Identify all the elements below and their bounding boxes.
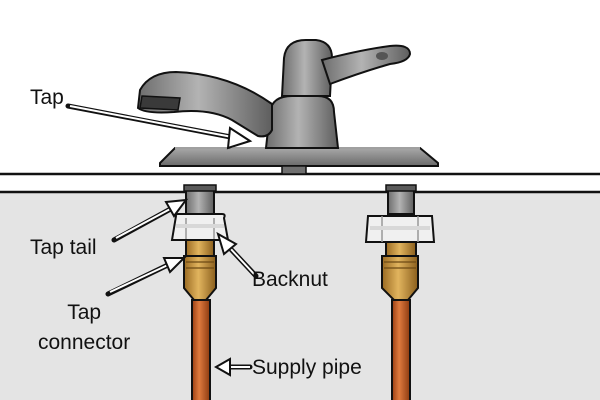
tap-body — [136, 39, 412, 149]
tap-base-plate — [159, 147, 439, 175]
label-tap: Tap — [30, 86, 64, 109]
supply-pipe-arrow — [213, 357, 253, 377]
label-backnut: Backnut — [252, 268, 328, 291]
tap-connector-arrow — [105, 257, 187, 297]
label-tap-connector: Tap connector — [38, 298, 130, 358]
left-tap-tail — [183, 184, 217, 215]
label-tap-connector-line2: connector — [38, 331, 131, 354]
label-supply-pipe: Supply pipe — [252, 356, 362, 379]
left-tap-connector — [183, 239, 217, 301]
under-counter-area — [0, 192, 600, 400]
label-tap-connector-line1: Tap — [67, 301, 102, 324]
right-backnut — [364, 215, 436, 243]
tap-arrow — [65, 103, 253, 150]
right-tap-connector — [381, 241, 419, 301]
left-supply-pipe — [191, 299, 211, 400]
right-tap-tail — [385, 184, 417, 215]
right-supply-pipe — [391, 299, 411, 400]
label-tap-tail: Tap tail — [30, 236, 97, 259]
tap-tail-arrow — [111, 198, 189, 243]
countertop — [0, 172, 600, 194]
backnut-arrow — [216, 231, 259, 279]
